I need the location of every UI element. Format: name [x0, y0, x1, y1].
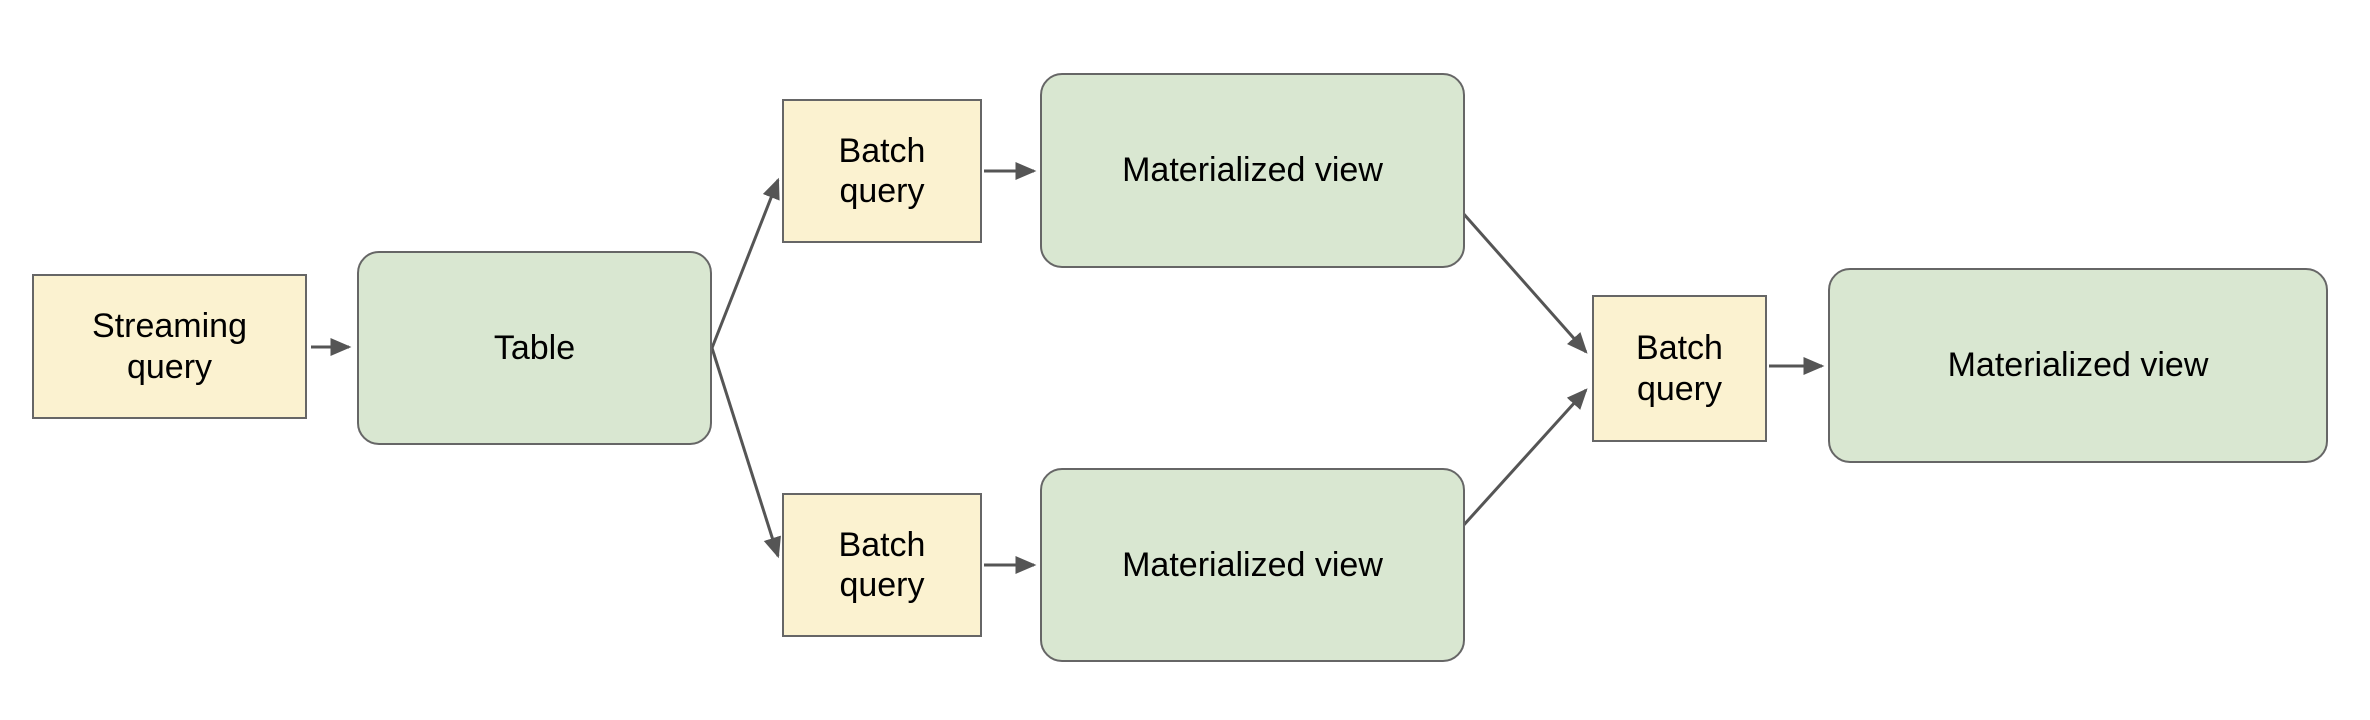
node-materialized-view-top[interactable]: Materialized view [1040, 73, 1465, 268]
node-label-batch-query-right: Batch query [1636, 329, 1723, 408]
edge-mv-top-to-batch-right [1460, 211, 1588, 354]
node-label-streaming-query: Streaming query [92, 307, 247, 386]
node-label-materialized-view-top: Materialized view [1122, 151, 1383, 190]
node-table[interactable]: Table [357, 251, 712, 445]
node-label-materialized-view-bottom: Materialized view [1122, 545, 1383, 584]
node-batch-query-bottom[interactable]: Batch query [782, 493, 982, 637]
node-materialized-view-final[interactable]: Materialized view [1828, 268, 2328, 463]
edge-table-to-batch-bottom [710, 347, 781, 559]
node-label-batch-query-bottom: Batch query [838, 525, 926, 604]
edge-table-to-batch-top [710, 177, 780, 349]
node-label-table: Table [493, 328, 576, 367]
edge-mv-bottom-to-batch-right [1460, 388, 1588, 529]
node-batch-query-right[interactable]: Batch query [1592, 295, 1767, 442]
node-label-materialized-view-final: Materialized view [1947, 346, 2209, 385]
node-streaming-query[interactable]: Streaming query [32, 274, 307, 419]
node-batch-query-top[interactable]: Batch query [782, 99, 982, 243]
node-label-batch-query-top: Batch query [838, 131, 926, 210]
node-materialized-view-bottom[interactable]: Materialized view [1040, 468, 1465, 662]
